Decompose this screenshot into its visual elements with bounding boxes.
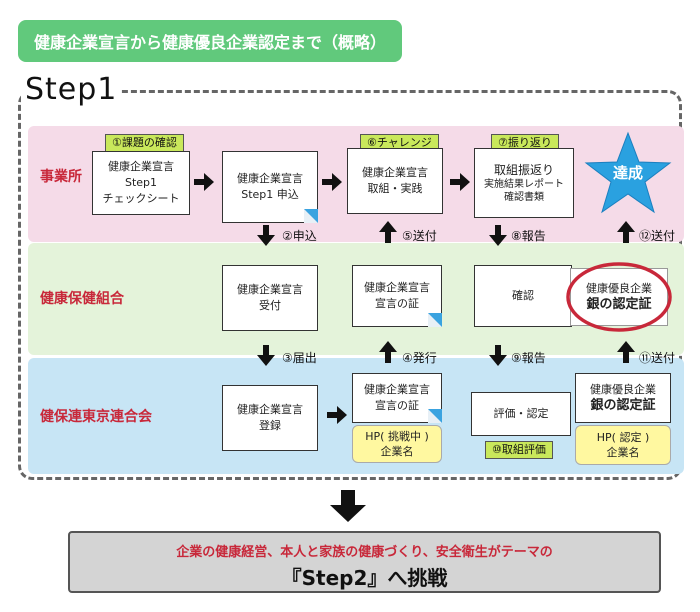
arrow-right-icon [327,406,347,424]
arrow-down-icon [257,345,275,366]
tag-check: ①課題の確認 [105,134,184,152]
flow-label-notify: ③届出 [282,351,317,365]
practice-line2: 取組・実践 [367,182,423,195]
checksheet-box: 健康企業宣言 Step1 チェックシート [92,151,190,215]
cert-fed-line1: 健康企業宣言 [364,383,430,396]
confirm-text: 確認 [512,289,534,302]
tag-evaluation: ⑩取組評価 [485,441,553,459]
hp-challenge-line2: 企業名 [380,445,414,458]
checksheet-line1: 健康企業宣言 [108,160,174,173]
page-curl-icon [428,409,442,423]
cert-assoc-line1: 健康企業宣言 [364,281,430,294]
flow-label-send5: ⑤送付 [402,229,437,243]
review-box: 取組振返り 実施結果レポート 確認書類 [474,148,574,218]
row-label-federation: 健保連東京連合会 [40,409,152,425]
silver-fed-line1: 健康優良企業 [590,383,656,396]
flow-label-send11: ⑪送付 [639,351,676,365]
hp-cert-line2: 企業名 [606,446,640,459]
register-box: 健康企業宣言 登録 [222,385,318,451]
cert-fed-line2: 宣言の証 [375,399,419,412]
arrow-right-icon [450,173,470,191]
review-sub2: 確認書類 [504,192,544,203]
achievement-star-icon [584,131,672,214]
silver-fed-line2: 銀の認定証 [590,398,656,413]
flow-label-apply: ②申込 [282,229,317,243]
page-curl-icon [428,313,442,327]
practice-box: 健康企業宣言 取組・実践 [347,148,443,214]
practice-line1: 健康企業宣言 [362,166,428,179]
cert-fed-box: 健康企業宣言 宣言の証 [352,373,442,423]
apply-line1: 健康企業宣言 [237,172,303,185]
arrow-up-icon [617,341,635,363]
review-sub1: 実施結果レポート [484,179,564,190]
silver-assoc-line2: 銀の認定証 [586,297,652,312]
step2-theme: 企業の健康経営、本人と家族の健康づくり、安全衛生がテーマの [176,545,553,560]
register-line1: 健康企業宣言 [237,403,303,416]
step2-box: 企業の健康経営、本人と家族の健康づくり、安全衛生がテーマの 『Step2』へ挑戦 [68,531,661,593]
arrow-up-icon [379,221,397,243]
step2-title: 『Step2』へ挑戦 [281,566,448,590]
arrow-right-icon [322,173,342,191]
hp-cert-box: HP( 認定 ) 企業名 [575,425,671,465]
accept-line2: 受付 [259,299,281,312]
apply-line2: Step1 申込 [241,188,299,201]
flow-label-send12: ⑫送付 [639,229,676,243]
arrow-up-icon [617,221,635,243]
arrow-down-icon [257,225,275,246]
accept-line1: 健康企業宣言 [237,283,303,296]
checksheet-line3: チェックシート [102,192,180,205]
checksheet-line2: Step1 [124,176,158,189]
step-label: Step1 [21,73,122,107]
hp-challenge-box: HP( 挑戦中 ) 企業名 [352,425,442,463]
title-text: 健康企業宣言から健康優良企業認定まで（概略） [33,33,386,52]
arrow-down-icon [489,345,507,366]
arrow-down-icon [489,225,507,246]
review-main: 取組振返り [493,163,554,177]
arrow-up-icon [379,341,397,363]
silver-fed-box: 健康優良企業 銀の認定証 [575,373,671,423]
hp-cert-line1: HP( 認定 ) [596,431,650,444]
title-badge: 健康企業宣言から健康優良企業認定まで（概略） [18,20,402,62]
page-curl-icon [304,209,318,223]
eval-text: 評価・認定 [493,407,549,420]
row-label-business: 事業所 [40,169,82,185]
achieve-label: 達成 [612,164,643,182]
apply-box: 健康企業宣言 Step1 申込 [222,151,318,223]
register-line2: 登録 [259,419,281,432]
row-label-association: 健康保健組合 [40,291,124,307]
arrow-right-icon [194,173,214,191]
cert-assoc-line2: 宣言の証 [375,297,419,310]
silver-assoc-box: 健康優良企業 銀の認定証 [570,268,668,326]
eval-box: 評価・認定 [471,392,571,436]
flow-label-report9: ⑨報告 [511,351,546,365]
hp-challenge-line1: HP( 挑戦中 ) [365,430,429,443]
big-arrow-down-icon [330,490,366,522]
accept-box: 健康企業宣言 受付 [222,265,318,331]
cert-assoc-box: 健康企業宣言 宣言の証 [352,265,442,327]
flow-label-report8: ⑧報告 [511,229,546,243]
red-circle-icon [566,262,672,332]
silver-assoc-line1: 健康優良企業 [586,282,652,295]
flow-label-issue: ④発行 [402,351,437,365]
